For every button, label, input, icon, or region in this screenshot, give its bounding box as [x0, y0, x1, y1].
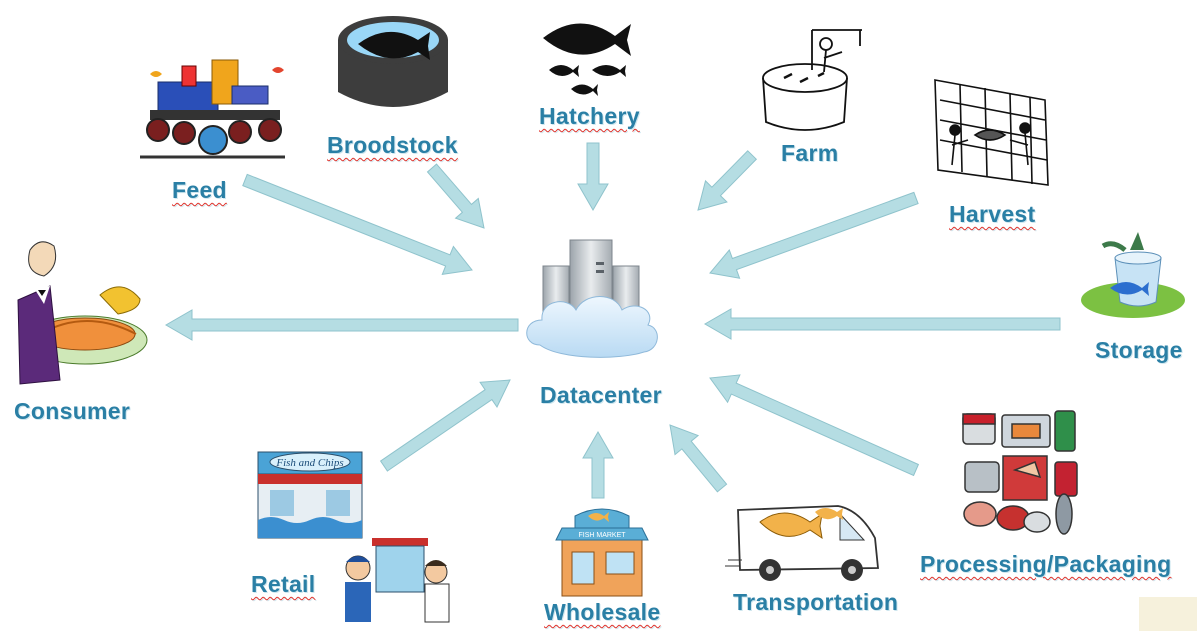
- arrow-retail-to-datacenter: [379, 379, 511, 472]
- delivery-van-icon: [725, 505, 879, 581]
- node-label-wholesale: Wholesale: [544, 599, 661, 625]
- node-label-retail: Retail: [251, 571, 316, 597]
- node-label-farm: Farm: [781, 140, 839, 166]
- node-label-harvest: Harvest: [949, 201, 1036, 227]
- feed-extruder-machine-icon: [140, 59, 285, 159]
- arrow-broodstock-to-datacenter: [426, 163, 485, 229]
- waiter-serving-fish-icon: [17, 241, 148, 385]
- arrow-hatchery-to-datacenter: [577, 142, 609, 212]
- arrow-processing-to-datacenter: [709, 374, 920, 477]
- datacenter-server-cloud-icon: [526, 239, 658, 358]
- arrow-storage-to-datacenter: [703, 308, 1061, 340]
- fish-market-icon: FISH MARKET: [555, 508, 649, 597]
- arrow-feed-to-datacenter: [242, 173, 473, 276]
- arrow-farm-to-datacenter: [697, 150, 758, 211]
- fish-and-chips-shop-icon: Fish and Chips: [257, 451, 450, 623]
- node-label-consumer: Consumer: [14, 398, 131, 424]
- node-label-hatchery: Hatchery: [539, 103, 640, 129]
- fish-tank-icon: [338, 16, 448, 107]
- node-label-feed: Feed: [172, 177, 227, 203]
- fish-school-icon: [543, 23, 631, 96]
- arrow-transportation-to-datacenter: [669, 424, 728, 493]
- node-label-broodstock: Broodstock: [327, 132, 458, 158]
- fish-bucket-icon: [1081, 232, 1185, 318]
- fish-market-sign: FISH MARKET: [578, 532, 626, 539]
- arrow-wholesale-to-datacenter: [582, 430, 614, 499]
- datacenter-label: Datacenter: [540, 382, 662, 408]
- arrow-harvest-to-datacenter: [709, 191, 919, 279]
- corner-note-box: [1139, 597, 1197, 631]
- canned-fish-icon: [962, 410, 1078, 535]
- harvest-net-icon: [934, 79, 1049, 186]
- flow-arrows: [164, 142, 1061, 499]
- fish-and-chips-sign: Fish and Chips: [275, 457, 343, 469]
- arrow-datacenter-to-consumer: [164, 309, 519, 341]
- node-label-transportation: Transportation: [733, 589, 899, 615]
- fish-farm-tank-icon: [762, 29, 862, 131]
- node-label-processing-packaging: Processing/Packaging: [920, 551, 1172, 577]
- node-label-storage: Storage: [1095, 337, 1183, 363]
